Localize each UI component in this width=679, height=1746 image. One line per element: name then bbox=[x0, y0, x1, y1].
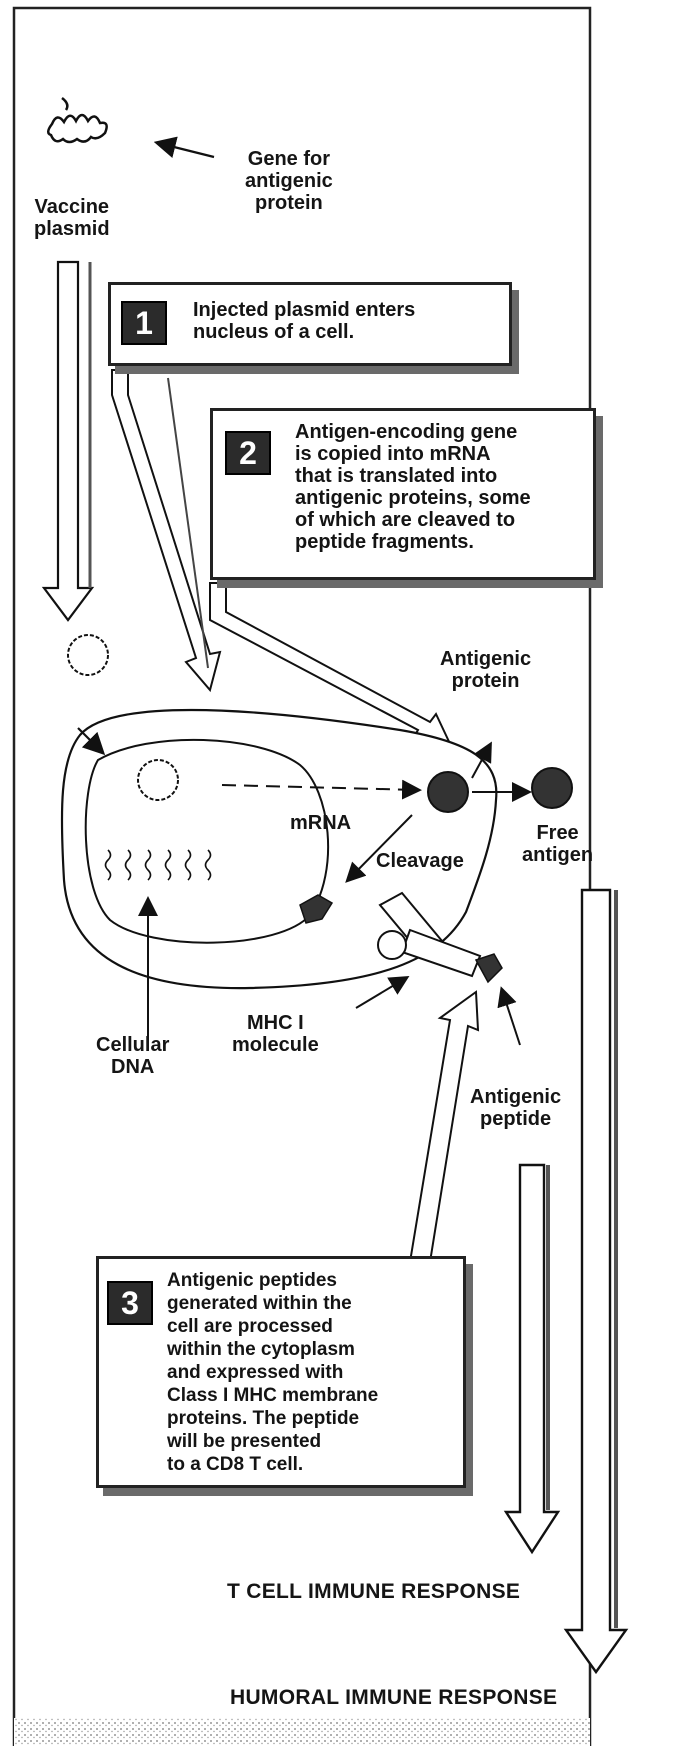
free-antigen-label: Free antigen bbox=[522, 822, 593, 866]
humoral-response-label: HUMORAL IMMUNE RESPONSE bbox=[230, 1686, 557, 1710]
antigenic-peptide-icon bbox=[476, 954, 502, 982]
mrna-label: mRNA bbox=[290, 812, 351, 834]
step-3-text: Antigenic peptides generated within the … bbox=[167, 1269, 378, 1476]
cellular-dna-label: Cellular DNA bbox=[96, 1034, 169, 1078]
gene-pointer-arrow bbox=[158, 143, 214, 157]
step-2-number: 2 bbox=[225, 431, 271, 475]
t-cell-response-label: T CELL IMMUNE RESPONSE bbox=[227, 1580, 520, 1604]
free-antigen-icon bbox=[532, 768, 572, 808]
step-1-text: Injected plasmid enters nucleus of a cel… bbox=[193, 299, 415, 343]
mhc-i-molecule-label: MHC I molecule bbox=[232, 1012, 319, 1056]
step-3-number: 3 bbox=[107, 1281, 153, 1325]
plasmid-descent-arrow bbox=[44, 262, 92, 620]
cleavage-label: Cleavage bbox=[376, 850, 464, 872]
step3-arrow bbox=[410, 992, 478, 1262]
step-2-text: Antigen-encoding gene is copied into mRN… bbox=[295, 421, 531, 553]
plasmid-in-transit-icon bbox=[68, 635, 108, 675]
step-1-number: 1 bbox=[121, 301, 167, 345]
antigenic-peptide-label: Antigenic peptide bbox=[470, 1086, 561, 1130]
gene-label: Gene for antigenic protein bbox=[245, 148, 333, 214]
step-1-box: 1 Injected plasmid enters nucleus of a c… bbox=[108, 282, 512, 366]
step-3-box: 3 Antigenic peptides generated within th… bbox=[96, 1256, 466, 1488]
step-2-box: 2 Antigen-encoding gene is copied into m… bbox=[210, 408, 596, 580]
t-cell-response-arrow bbox=[506, 1165, 558, 1552]
antigenic-protein-label: Antigenic protein bbox=[440, 648, 531, 692]
bottom-shadow-strip bbox=[14, 1718, 590, 1746]
antigenic-protein-icon bbox=[428, 772, 468, 812]
vaccine-plasmid-label: Vaccine plasmid bbox=[34, 196, 110, 240]
nucleus bbox=[86, 740, 328, 943]
vaccine-plasmid-icon bbox=[48, 98, 106, 142]
